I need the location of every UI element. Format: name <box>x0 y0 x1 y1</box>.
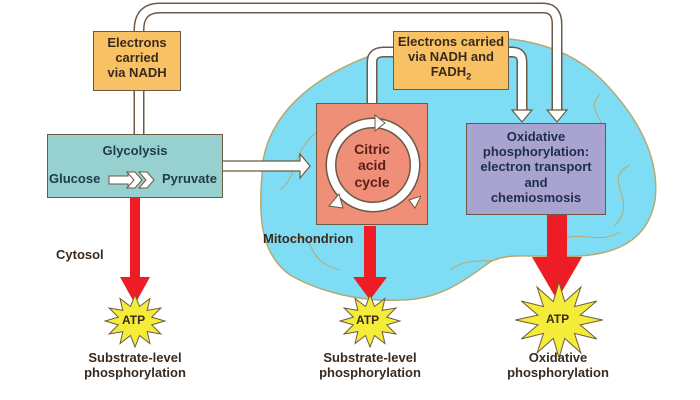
oxidative-line-3: electron transport <box>480 159 592 175</box>
citric-acid-cycle-box: Citric acid cycle <box>316 103 428 225</box>
electrons-fadh-line-3: FADH2 <box>394 64 508 82</box>
atp-label-2: ATP <box>356 313 380 327</box>
atp-caption-1-line-2: phosphorylation <box>84 364 186 380</box>
oxidative-line-1: Oxidative <box>506 129 566 144</box>
atp-label-3: ATP <box>546 312 570 326</box>
glycolysis-title: Glycolysis <box>102 143 168 158</box>
atp-arrow-oxidative <box>532 215 582 300</box>
conduit-arrowhead-2 <box>545 109 569 123</box>
oxidative-line-5: chemiosmosis <box>490 189 582 205</box>
cycle-arrows-icon <box>325 113 421 213</box>
electrons-fadh-line-2: via NADH and <box>408 49 494 65</box>
atp-caption-1: Substrate-level phosphorylation <box>80 350 190 381</box>
citric-line-2: acid <box>357 157 386 174</box>
pyruvate-label: Pyruvate <box>162 171 217 186</box>
atp-label-1: ATP <box>122 313 146 327</box>
fadh-text: FADH <box>430 64 467 80</box>
electrons-nadh-fadh2-box: Electrons carried via NADH and FADH2 <box>393 31 509 90</box>
electrons-nadh-line-1: Electrons <box>107 35 167 50</box>
atp-burst-3 <box>515 280 603 360</box>
oxidative-line-4: and <box>524 174 548 190</box>
electrons-nadh-line-2: carried <box>115 50 159 66</box>
atp-caption-2: Substrate-level phosphorylation <box>314 350 426 381</box>
fadh-subscript: 2 <box>466 72 472 82</box>
oxidative-line-2: phosphorylation: <box>482 144 590 160</box>
atp-arrow-glycolysis <box>120 198 150 304</box>
citric-line-1: Citric <box>354 141 390 157</box>
atp-caption-2-line-1: Substrate-level <box>323 350 417 365</box>
atp-burst-2 <box>338 293 402 349</box>
atp-caption-3-line-1: Oxidative <box>528 350 588 365</box>
oxidative-phosphorylation-box: Oxidative phosphorylation: electron tran… <box>466 123 606 215</box>
conduit-arrowhead-1 <box>510 109 534 123</box>
mitochondrion-label: Mitochondrion <box>263 231 354 246</box>
citric-line-3: cycle <box>354 173 390 190</box>
atp-caption-1-line-1: Substrate-level <box>88 350 182 365</box>
electrons-fadh-line-1: Electrons carried <box>397 34 505 49</box>
atp-burst-1 <box>103 293 167 349</box>
atp-caption-2-line-2: phosphorylation <box>319 364 421 380</box>
atp-arrow-citric <box>353 226 387 300</box>
glucose-label: Glucose <box>49 171 101 186</box>
atp-caption-3-line-2: phosphorylation <box>507 364 609 380</box>
glycolysis-steps-arrows-icon <box>108 171 155 189</box>
cytosol-label: Cytosol <box>56 247 104 262</box>
electrons-nadh-line-3: via NADH <box>107 65 167 81</box>
pyruvate-to-citric-arrow <box>221 152 311 180</box>
glycolysis-box: Glycolysis Glucose Pyruvate <box>47 134 223 198</box>
atp-caption-3: Oxidative phosphorylation <box>502 350 614 381</box>
electrons-nadh-box: Electrons carried via NADH <box>93 31 181 91</box>
